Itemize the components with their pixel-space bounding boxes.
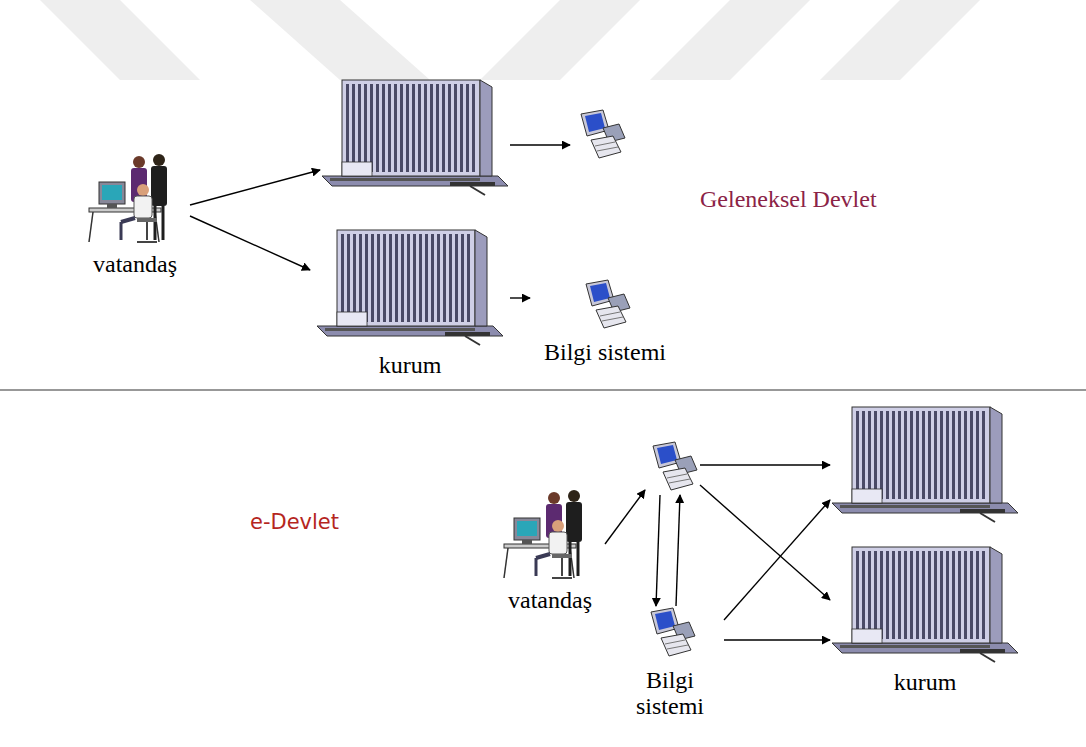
- arrow-connector: [605, 490, 645, 544]
- citizen-icon: [500, 486, 600, 581]
- computer-node: [645, 440, 700, 495]
- arrow-connector: [724, 639, 830, 640]
- section-title: e-Devlet: [250, 510, 339, 534]
- computer-icon: [643, 606, 698, 661]
- building-node: [320, 78, 510, 196]
- arrow-connector: [510, 144, 570, 145]
- node-label: kurum: [894, 669, 957, 695]
- arrow-connector: [676, 495, 680, 606]
- arrow-connector: [724, 500, 830, 620]
- computer-node: Bilgi sistemi: [616, 606, 724, 719]
- citizen-node: vatandaş: [80, 150, 190, 277]
- computer-icon: [573, 108, 628, 163]
- arrow-connector: [656, 495, 660, 606]
- building-icon: [830, 405, 1020, 523]
- building-node: kurum: [310, 228, 510, 378]
- citizen-node: vatandaş: [495, 486, 605, 613]
- divider-line: [0, 389, 1086, 390]
- node-label: kurum: [379, 352, 442, 378]
- building-node: [830, 405, 1020, 523]
- computer-node: Bilgi sistemi: [530, 278, 680, 365]
- node-label: Bilgi sistemi: [616, 667, 724, 719]
- computer-icon: [645, 440, 700, 495]
- node-label: vatandaş: [508, 587, 592, 613]
- arrow-connector: [700, 485, 830, 600]
- building-icon: [315, 228, 505, 346]
- computer-node: [570, 108, 630, 163]
- building-icon: [320, 78, 510, 196]
- building-node: kurum: [830, 545, 1020, 695]
- node-label: vatandaş: [93, 251, 177, 277]
- arrow-connector: [510, 297, 530, 298]
- node-label: Bilgi sistemi: [544, 339, 666, 365]
- arrow-connector: [190, 216, 310, 270]
- arrow-connector: [190, 170, 320, 205]
- section-title: Geleneksel Devlet: [700, 186, 877, 213]
- computer-icon: [578, 278, 633, 333]
- building-icon: [830, 545, 1020, 663]
- watermark-stripes: [40, 0, 980, 80]
- arrow-connector: [700, 464, 830, 465]
- citizen-icon: [85, 150, 185, 245]
